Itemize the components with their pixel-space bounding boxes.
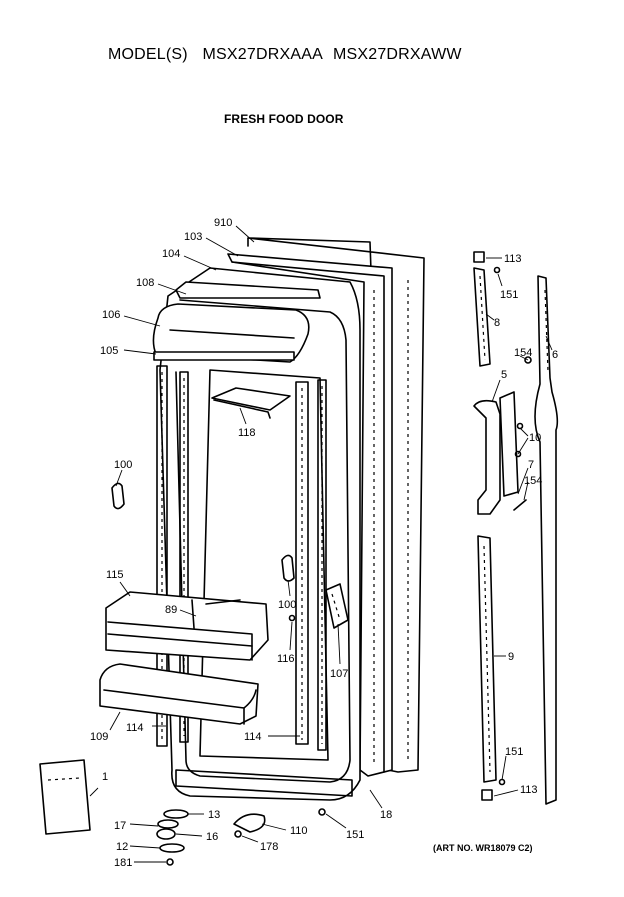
- callout-109: 109: [90, 731, 108, 743]
- callout-178: 178: [260, 841, 278, 853]
- callout-104: 104: [162, 248, 180, 260]
- callout-8: 8: [494, 317, 500, 329]
- callout-116: 116: [277, 653, 295, 665]
- section-title: FRESH FOOD DOOR: [224, 112, 344, 126]
- callout-151-bottom: 151: [346, 829, 364, 841]
- door-bin-115: [105, 591, 269, 661]
- handle-parts: [473, 251, 559, 805]
- callout-5: 5: [501, 369, 507, 381]
- callout-6: 6: [552, 349, 558, 361]
- callout-89: 89: [165, 604, 177, 616]
- callout-110: 110: [290, 825, 308, 837]
- callout-100-left: 100: [114, 459, 132, 471]
- small-shelf: [211, 387, 291, 419]
- model-number-1: MSX27DRXAAA: [202, 46, 323, 63]
- callout-154-bottom: 154: [524, 475, 542, 487]
- callout-labels: 910 103 104 108 106 105 118 100 115 89 1…: [90, 217, 558, 869]
- callout-108: 108: [136, 277, 154, 289]
- callout-7: 7: [528, 459, 534, 471]
- callout-10: 10: [529, 432, 541, 444]
- dairy-compartment: [152, 281, 321, 363]
- small-parts-left: [111, 482, 349, 629]
- callout-103: 103: [184, 231, 202, 243]
- callout-100-right: 100: [278, 599, 296, 611]
- model-number-2: MSX27DRXAWW: [332, 46, 462, 63]
- callout-151-top: 151: [500, 289, 518, 301]
- callout-113-bottom: 113: [520, 784, 538, 796]
- callout-1: 1: [102, 771, 108, 783]
- callout-9: 9: [508, 651, 514, 663]
- nameplate-panel: [39, 759, 91, 835]
- model-title: MODEL(S) MSX27DRXAAA MSX27DRXAWW: [108, 46, 462, 64]
- callout-16: 16: [206, 831, 218, 843]
- callout-154-top: 154: [514, 347, 532, 359]
- leader-lines: [89, 225, 553, 863]
- callout-118: 118: [238, 427, 256, 439]
- callout-13: 13: [208, 809, 220, 821]
- callout-18: 18: [380, 809, 392, 821]
- door-bin-109: [99, 663, 259, 725]
- model-prefix: MODEL(S): [108, 46, 188, 63]
- callout-12: 12: [116, 841, 128, 853]
- callout-113-top: 113: [504, 253, 522, 265]
- callout-17: 17: [114, 820, 126, 832]
- callout-107: 107: [330, 668, 348, 680]
- callout-181: 181: [114, 857, 132, 869]
- callout-105: 105: [100, 345, 118, 357]
- callout-151-right: 151: [505, 746, 523, 758]
- callout-114-left: 114: [126, 722, 144, 734]
- door-gasket: [227, 253, 393, 777]
- callout-106: 106: [102, 309, 120, 321]
- callout-910: 910: [214, 217, 232, 229]
- callout-114-right: 114: [244, 731, 262, 743]
- callout-115: 115: [106, 569, 124, 581]
- small-hardware: [156, 808, 326, 866]
- art-number: (ART NO. WR18079 C2): [433, 843, 533, 853]
